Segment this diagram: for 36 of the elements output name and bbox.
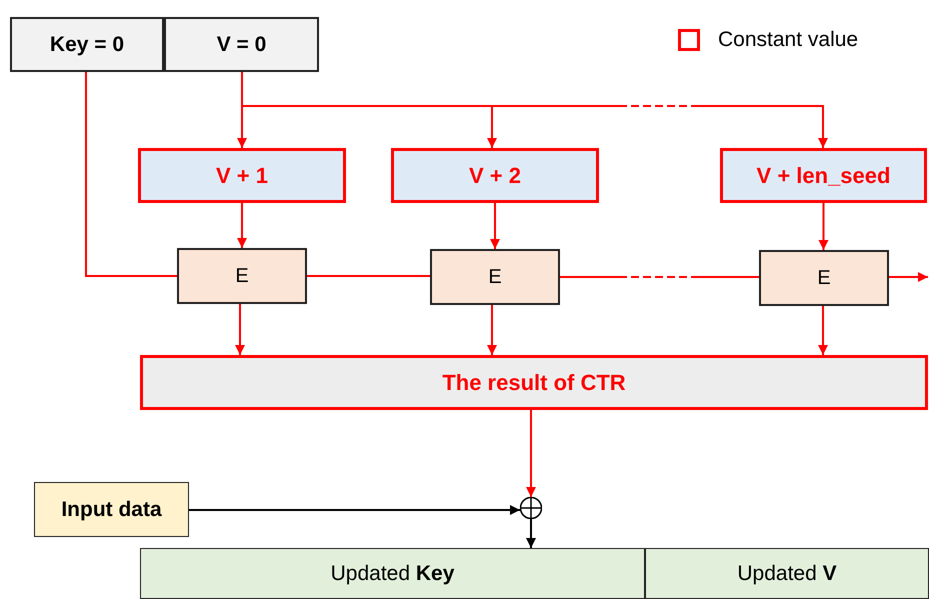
node-label: V + 1 bbox=[216, 162, 268, 188]
connector-arrow bbox=[490, 203, 500, 249]
node-label: V = 0 bbox=[216, 32, 266, 56]
node-label: Updated V bbox=[737, 562, 837, 586]
node-label: V + len_seed bbox=[756, 162, 890, 188]
node-label: Key = 0 bbox=[50, 32, 124, 56]
connector-arrow bbox=[818, 306, 828, 355]
connector-arrow bbox=[526, 519, 536, 548]
output-box bbox=[645, 548, 929, 599]
connector-arrow bbox=[526, 410, 536, 497]
connector-arrow bbox=[818, 203, 828, 250]
input-box bbox=[34, 482, 189, 537]
node-label: E bbox=[817, 266, 831, 290]
node-label: The result of CTR bbox=[442, 370, 626, 396]
node-label: Input data bbox=[61, 498, 162, 522]
xor-symbol bbox=[520, 497, 542, 519]
counter-box bbox=[391, 148, 599, 203]
counter-box bbox=[138, 148, 346, 203]
connector-arrow bbox=[235, 304, 245, 355]
node-label: Updated Key bbox=[330, 562, 454, 586]
connector-arrow bbox=[889, 272, 928, 282]
encryption-box bbox=[430, 249, 560, 305]
encryption-box bbox=[177, 248, 307, 304]
result-box bbox=[140, 355, 928, 410]
constant-box bbox=[164, 17, 319, 72]
counter-box bbox=[720, 148, 927, 203]
node-label: E bbox=[235, 264, 249, 288]
node-label: E bbox=[488, 266, 502, 288]
constant-box bbox=[10, 17, 164, 72]
output-box bbox=[140, 548, 645, 599]
connector-arrow bbox=[237, 203, 247, 248]
node-label: V + 2 bbox=[469, 162, 521, 188]
connector-arrow bbox=[189, 505, 520, 515]
connector-arrow bbox=[487, 305, 497, 355]
legend-label: Constant value bbox=[718, 28, 858, 52]
encryption-box bbox=[759, 250, 889, 306]
